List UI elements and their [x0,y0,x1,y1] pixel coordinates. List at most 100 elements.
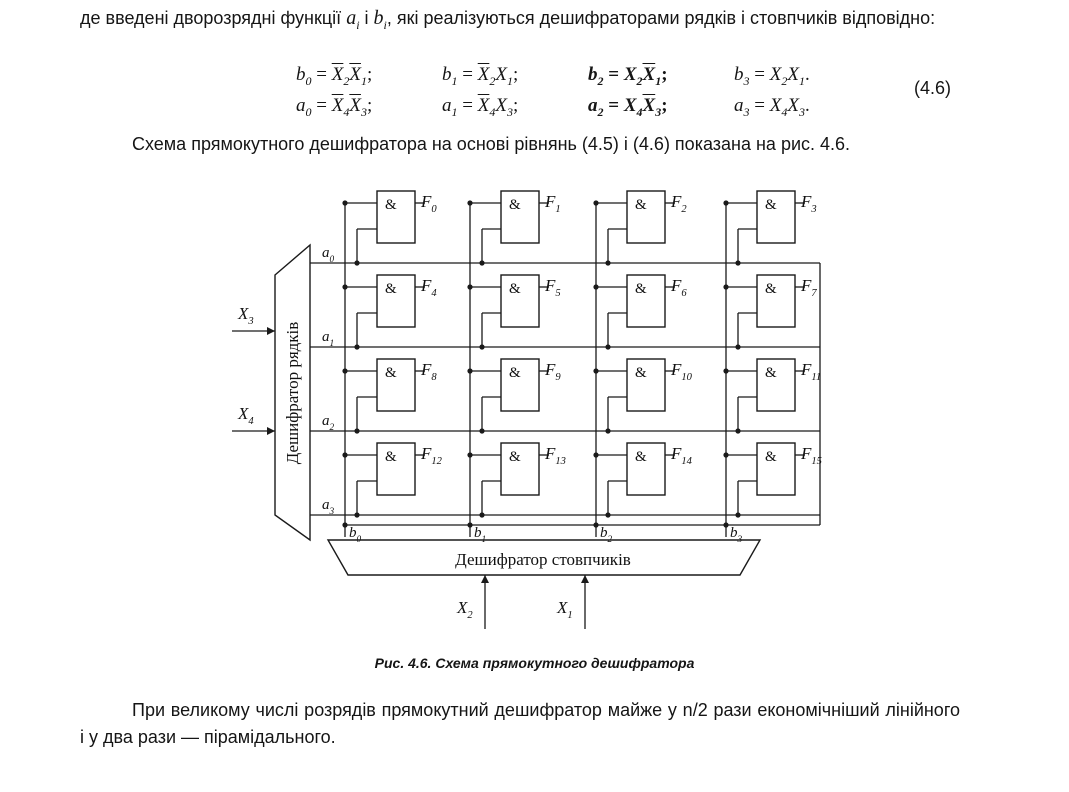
equation-a-3: a3 = X4X3. [734,95,810,119]
junction-dot [479,344,485,350]
gate-output-label-f15: F15 [800,444,822,467]
junction-dot [342,368,348,374]
row-label-a3: a3 [322,497,335,517]
column-label-b0: b0 [349,525,362,545]
and-gate [500,274,540,328]
column-label-b1: b1 [474,525,486,545]
junction-dot [479,428,485,434]
junction-dot [467,452,473,458]
gate-symbol: & [385,197,397,213]
gate-output-label-f11: F11 [800,360,821,383]
gate-symbol: & [509,449,521,465]
junction-dot [479,512,485,518]
junction-dot [593,368,599,374]
junction-dot [593,284,599,290]
arrow-head [267,327,275,335]
junction-dot [354,344,360,350]
gate-symbol: & [765,281,777,297]
gate-output-label-f9: F9 [544,360,561,383]
var-a-i: ai [346,7,360,32]
and-gate [756,274,796,328]
column-input-label-0: X2 [456,598,473,621]
junction-dot [354,428,360,434]
equation-a-2: a2 = X4X3; [588,95,668,119]
intro-text-end: , які реалізуються дешифраторами рядків … [386,8,936,28]
gate-symbol: & [385,365,397,381]
paragraph-conclusion: При великому числі розрядів прямокутний … [80,700,960,747]
junction-dot [735,428,741,434]
gate-symbol: & [765,449,777,465]
and-gate [376,190,416,244]
row-input-label-0: X3 [237,304,254,327]
junction-dot [593,200,599,206]
gate-output-label-f4: F4 [420,276,437,299]
figure-caption: Рис. 4.6. Схема прямокутного дешифратора [374,655,695,671]
equation-number: (4.6) [914,78,952,98]
gate-output-label-f8: F8 [420,360,437,383]
row-decoder-block [274,243,311,542]
equation-row-a: a0 = X4X3; a1 = X4X3; a2 = X4X3; a3 = X4X3. [296,95,880,121]
row-decoder-label: Дешифратор рядків [283,322,302,465]
gate-symbol: & [635,365,647,381]
equation-b-2: b2 = X2X1; [588,64,668,88]
column-label-b3: b3 [730,525,743,545]
row-label-a1: a1 [322,329,334,349]
junction-dot [479,260,485,266]
gate-symbol: & [635,281,647,297]
and-gate [626,358,666,412]
equation-a-0: a0 = X4X3; [296,95,373,119]
and-gate [376,358,416,412]
junction-dot [605,428,611,434]
junction-dot [735,344,741,350]
junction-dot [467,200,473,206]
junction-dot [342,284,348,290]
and-gate [376,442,416,496]
gate-output-label-f2: F2 [670,192,687,215]
gate-output-label-f13: F13 [544,444,566,467]
gate-output-label-f3: F3 [800,192,817,215]
junction-dot [735,512,741,518]
row-input-label-1: X4 [237,404,254,427]
junction-dot [342,200,348,206]
and-gate [756,442,796,496]
gate-output-label-f6: F6 [670,276,687,299]
column-decoder-block [326,539,762,576]
gate-output-label-f10: F10 [670,360,693,383]
equation-a-1: a1 = X4X3; [442,95,519,119]
gate-output-label-f0: F0 [420,192,437,215]
intro-and: і [359,8,374,28]
and-gate [756,190,796,244]
column-input-label-1: X1 [556,598,573,621]
and-gate [500,358,540,412]
junction-dot [467,284,473,290]
gate-output-label-f12: F12 [420,444,443,467]
junction-dot [605,512,611,518]
gate-symbol: & [765,365,777,381]
and-gate [626,274,666,328]
paragraph-scheme: Схема прямокутного дешифратора на основі… [132,134,851,154]
junction-dot [354,512,360,518]
gate-output-label-f7: F7 [800,276,817,299]
equation-b-0: b0 = X2X1; [296,64,373,88]
gate-output-label-f5: F5 [544,276,561,299]
gate-symbol: & [385,449,397,465]
row-label-a0: a0 [322,245,335,265]
paragraph-intro: де введені дворозрядні функції ai і bi, … [80,5,960,39]
arrow-head [481,575,489,583]
and-gate [756,358,796,412]
junction-dot [605,344,611,350]
equation-b-3: b3 = X2X1. [734,64,810,88]
junction-dot [593,452,599,458]
row-label-a2: a2 [322,413,335,433]
equation-b-1: b1 = X2X1; [442,64,519,88]
gate-output-label-f1: F1 [544,192,561,215]
gate-symbol: & [509,365,521,381]
gate-symbol: & [509,197,521,213]
equation-row-b: b0 = X2X1; b1 = X2X1; b2 = X2X1; b3 = X2X1. [296,64,880,90]
junction-dot [723,284,729,290]
junction-dot [723,452,729,458]
gate-symbol: & [765,197,777,213]
arrow-head [267,427,275,435]
and-gate [626,190,666,244]
